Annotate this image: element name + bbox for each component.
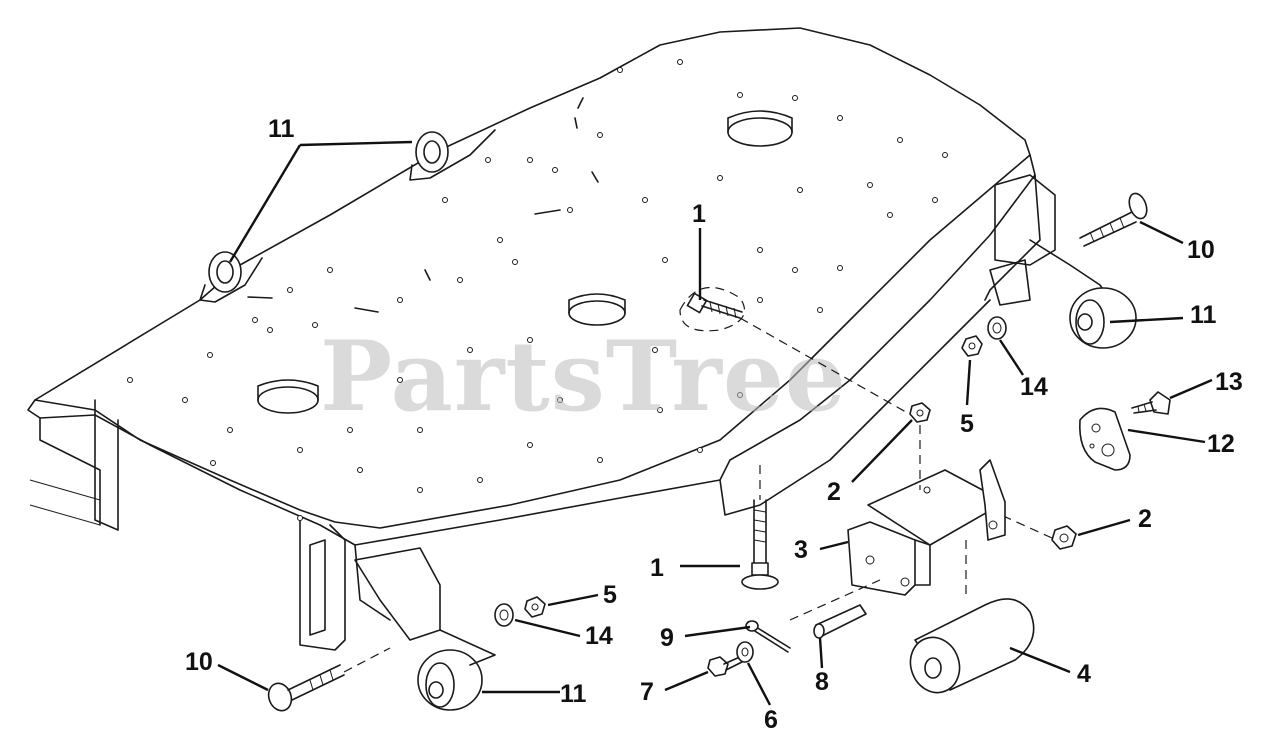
callout-8: 8 [815,668,829,696]
roller-bracket [847,425,1006,596]
shoulder-bolt-left [267,647,391,712]
carriage-bolt-bottom [741,465,779,590]
deck-holes [127,59,948,521]
hex-nut-right [961,335,983,357]
rear-caster-wheels [199,129,496,303]
callout-5-right: 5 [960,410,974,438]
callout-11-bottom: 11 [560,680,587,708]
flat-washer-bottom [494,603,514,627]
callout-11-top: 11 [268,115,295,143]
callout-6: 6 [764,706,778,734]
lock-nut-mid [909,402,931,423]
gauge-wheel-right [1069,287,1137,349]
bracket-plate [1078,407,1131,471]
hex-nut-bottom [524,596,546,618]
callout-1-top: 1 [692,200,706,228]
flat-washer-small [736,641,754,663]
self-tapping-screw [1131,391,1171,415]
callout-3: 3 [794,536,808,564]
callout-5-bottom: 5 [603,581,617,609]
callout-11-right: 11 [1190,301,1217,329]
shoulder-bolt-right [1079,192,1148,247]
callout-13: 13 [1215,368,1243,396]
callout-2-mid: 2 [827,478,841,506]
gauge-wheel-bottom [417,629,496,711]
lock-nut-right [989,509,1077,550]
flat-washer-right [987,316,1007,340]
callout-7: 7 [640,678,654,706]
watermark-text: PartsTree [320,320,847,433]
mower-deck [27,27,1111,651]
roller-pin [789,579,881,639]
callout-14-right: 14 [1020,373,1048,401]
callout-14-bottom: 14 [585,622,613,650]
callout-12: 12 [1207,430,1235,458]
callout-4: 4 [1077,660,1091,688]
callout-labels: 11 1 10 11 5 14 13 12 2 2 3 1 5 14 9 10 … [185,115,1243,734]
callout-2-right: 2 [1138,505,1152,533]
callout-9: 9 [660,624,674,652]
callout-1-bottom: 1 [650,554,664,582]
leader-lines [217,140,1213,706]
callout-10-left: 10 [185,648,213,676]
deck-roller [909,598,1035,694]
callout-10-right: 10 [1187,236,1215,264]
cotter-pin [745,620,791,653]
